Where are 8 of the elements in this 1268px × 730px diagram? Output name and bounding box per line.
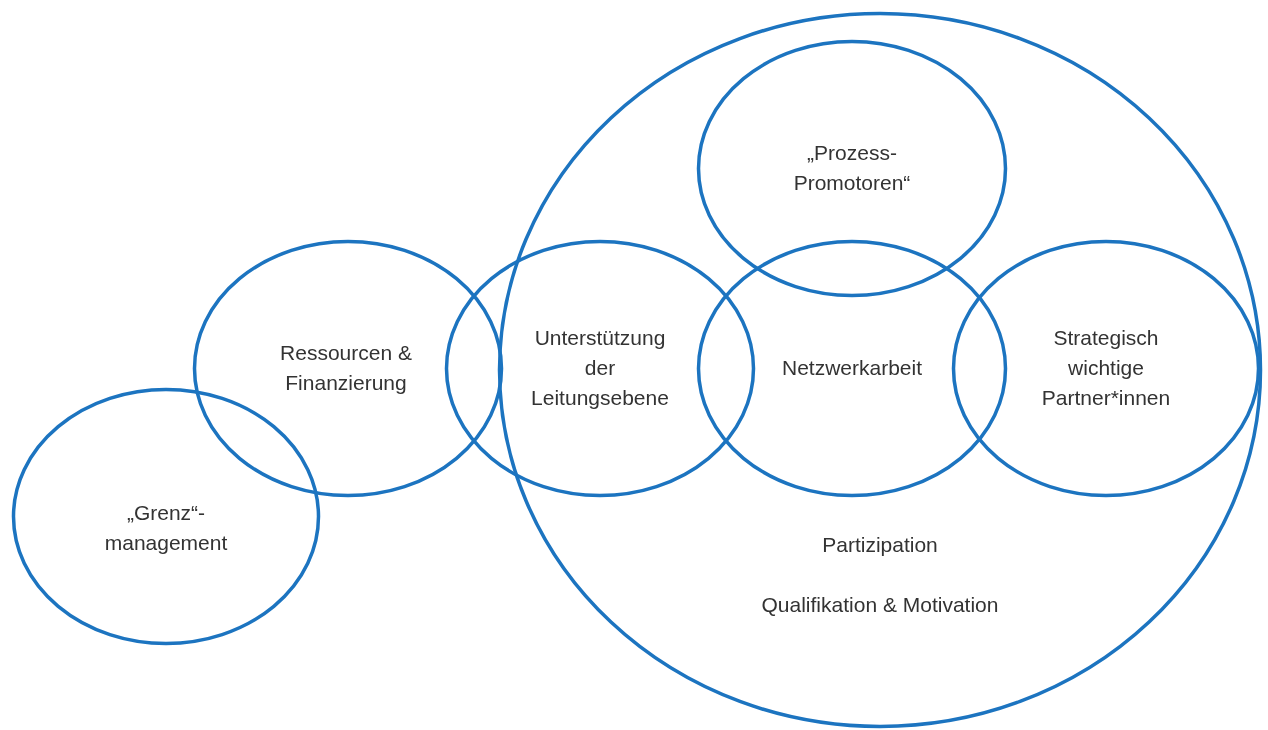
circle-label: „Prozess-Promotoren“ <box>792 140 912 196</box>
circle-label: Qualifikation & Motivation <box>761 592 999 618</box>
circle-label: Ressourcen & Finanzierung <box>279 340 413 396</box>
circle-label: Netzwerkarbeit <box>781 355 923 381</box>
circle-label: „Grenz“-management <box>103 500 229 556</box>
circle-label: Unterstützung der Leitungsebene <box>530 325 670 411</box>
circle-label: Strategisch wichtige Partner*innen <box>1040 325 1172 411</box>
circle-label: Partizipation <box>822 532 938 558</box>
